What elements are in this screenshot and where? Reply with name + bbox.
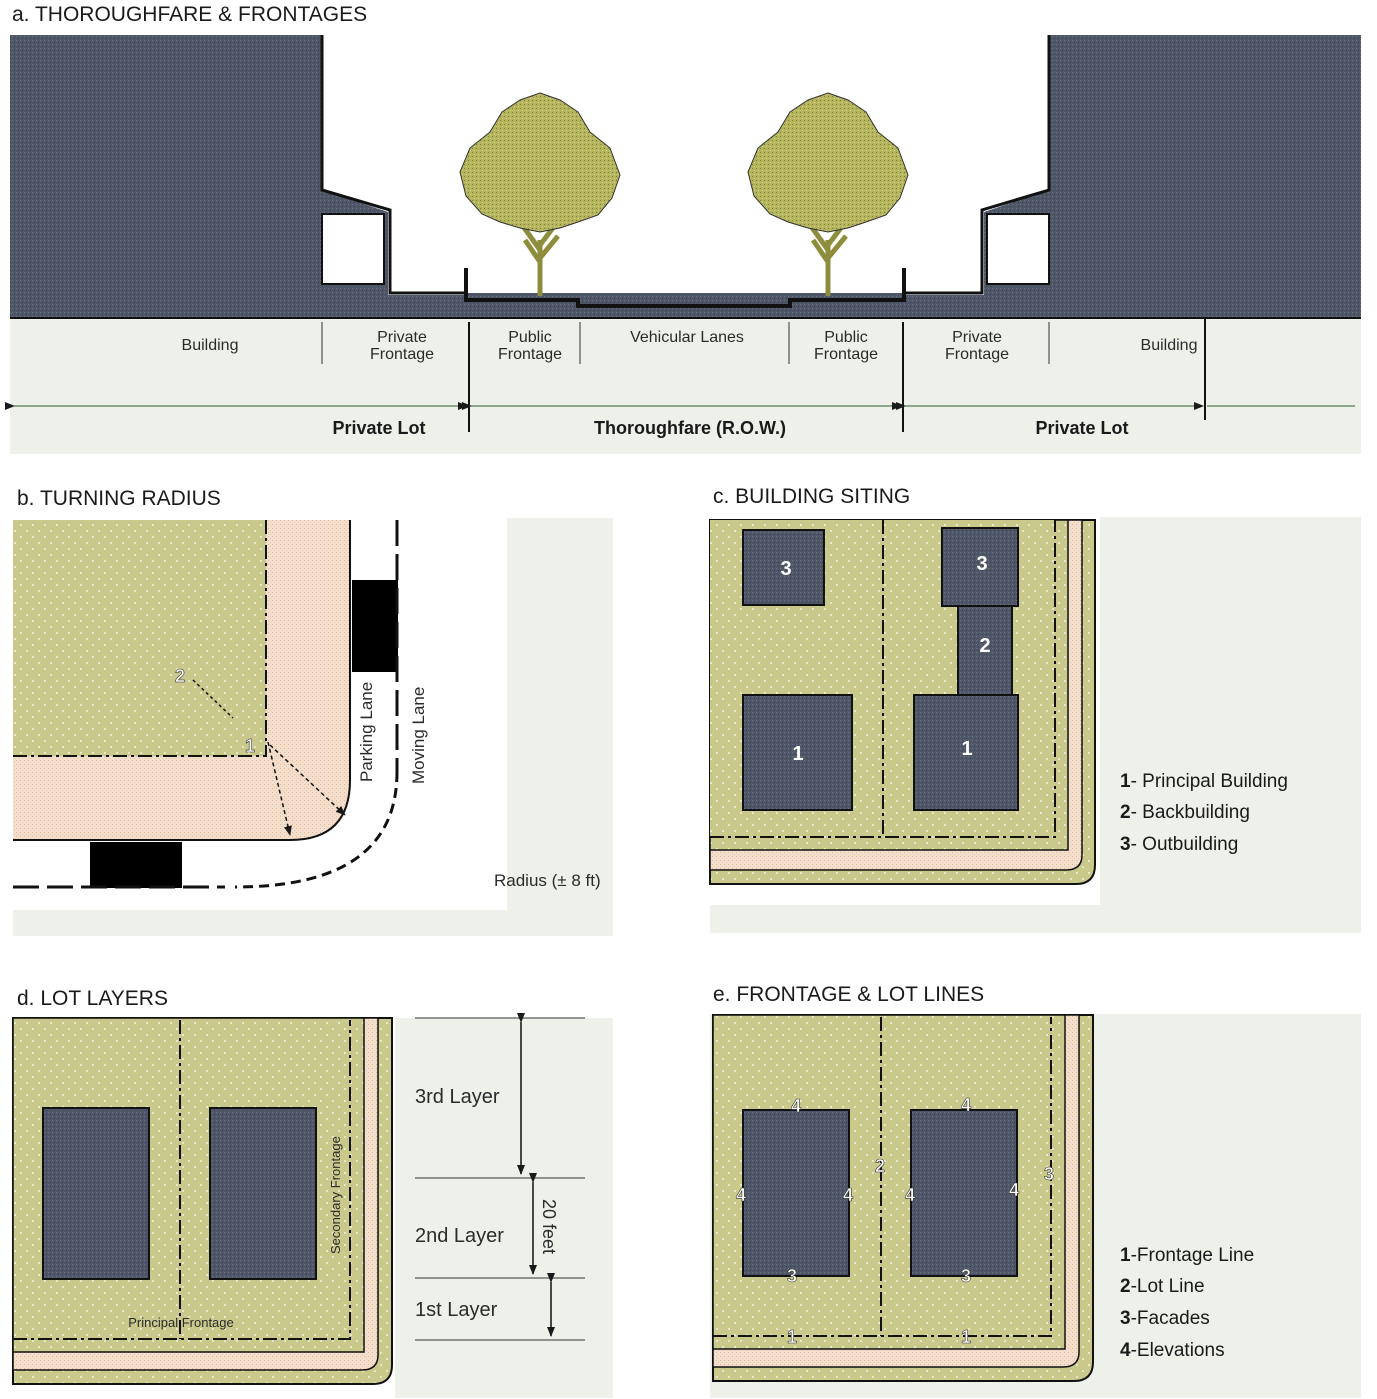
- zone-public-right-1: Public: [824, 329, 868, 346]
- corner-lot: [13, 520, 266, 756]
- principal-building-right: [913, 694, 1019, 811]
- building-right: [910, 1109, 1018, 1277]
- zone-vehicular-lanes: Vehicular Lanes: [630, 329, 744, 346]
- legend-num: 3: [1120, 1308, 1131, 1329]
- legend-num: 3: [1120, 834, 1131, 855]
- zone-private-right-2: Frontage: [945, 346, 1009, 363]
- legend-item: 3-Facades: [1120, 1308, 1210, 1329]
- building-left: [42, 1107, 150, 1280]
- line-marker: 4: [961, 1095, 971, 1115]
- panel-a: Building Private Frontage Public Frontag…: [5, 35, 1361, 454]
- parked-car-vertical: [352, 580, 398, 672]
- marker-2: 2: [175, 666, 185, 686]
- panel-c-title: c. BUILDING SITING: [713, 485, 911, 508]
- parking-lane-label: Parking Lane: [357, 682, 376, 782]
- line-marker: 2: [875, 1156, 885, 1176]
- line-marker: 4: [791, 1096, 801, 1116]
- legend-text: - Outbuilding: [1131, 834, 1239, 855]
- line-marker: 3: [787, 1266, 797, 1286]
- zone-public-left-2: Frontage: [498, 346, 562, 363]
- radius-label: Radius (± 8 ft): [494, 871, 601, 890]
- zone-public-left-1: Public: [508, 329, 552, 346]
- legend-num: 1: [1120, 771, 1131, 792]
- legend-text: -Facades: [1131, 1308, 1210, 1329]
- panel-d: Secondary Frontage Principal Frontage 3r…: [12, 1013, 613, 1398]
- moving-lane-label: Moving Lane: [409, 687, 428, 784]
- legend-num: 2: [1120, 1276, 1131, 1297]
- siting-marker: 3: [780, 558, 791, 580]
- legend-text: - Principal Building: [1131, 771, 1288, 792]
- left-building-opening: [321, 213, 385, 285]
- building-left: [742, 1109, 850, 1277]
- span-private-lot-left: Private Lot: [332, 418, 425, 438]
- twenty-feet-label: 20 feet: [539, 1199, 559, 1254]
- legend-num: 2: [1120, 802, 1131, 823]
- zone-private-left-1: Private: [377, 329, 427, 346]
- outbuilding-left: [742, 529, 825, 606]
- line-marker: 4: [736, 1185, 746, 1205]
- legend-text: -Elevations: [1131, 1340, 1225, 1361]
- line-marker: 4: [1009, 1180, 1019, 1200]
- panel-a-title: a. THOROUGHFARE & FRONTAGES: [12, 3, 368, 26]
- legend-text: -Lot Line: [1131, 1276, 1205, 1297]
- panel-e-title: e. FRONTAGE & LOT LINES: [713, 983, 985, 1006]
- turning-curve: [234, 771, 399, 889]
- outbuilding-right: [941, 527, 1019, 607]
- layer-1: 1st Layer: [415, 1299, 498, 1321]
- zone-public-right-2: Frontage: [814, 346, 878, 363]
- legend-item: 1- Principal Building: [1120, 771, 1288, 792]
- line-marker: 4: [843, 1185, 853, 1205]
- line-marker: 3: [961, 1266, 971, 1286]
- zone-building-right: Building: [1141, 337, 1198, 354]
- legend-item: 4-Elevations: [1120, 1340, 1225, 1361]
- marker-1: 1: [245, 736, 255, 756]
- legend-item: 3- Outbuilding: [1120, 834, 1238, 855]
- legend-num: 4: [1120, 1340, 1131, 1361]
- zone-building-left: Building: [182, 337, 239, 354]
- line-marker: 1: [787, 1327, 797, 1347]
- zone-private-left-2: Frontage: [370, 346, 434, 363]
- line-marker: 4: [905, 1185, 915, 1205]
- panel-e: 4 4 4 4 4 4 2 3 1 3 3 1 1-Frontage Line …: [710, 1014, 1361, 1398]
- principal-building-left: [742, 694, 853, 811]
- legend-num: 1: [1120, 1245, 1131, 1266]
- layer-2: 2nd Layer: [415, 1225, 504, 1247]
- panel-b: 2 1 Parking Lane Moving Lane Radius (± 8…: [13, 518, 613, 936]
- zone-private-right-1: Private: [952, 329, 1002, 346]
- panel-a-label-strip: [10, 318, 1361, 454]
- backbuilding: [957, 605, 1013, 696]
- right-building-opening: [986, 213, 1050, 285]
- siting-marker: 1: [792, 743, 803, 765]
- legend-text: - Backbuilding: [1131, 802, 1250, 823]
- building-right: [209, 1107, 317, 1280]
- panel-b-title: b. TURNING RADIUS: [17, 487, 221, 510]
- line-marker: 3: [1044, 1164, 1054, 1184]
- span-thoroughfare: Thoroughfare (R.O.W.): [594, 418, 786, 438]
- siting-marker: 2: [979, 635, 990, 657]
- legend-item: 1-Frontage Line: [1120, 1245, 1254, 1266]
- layer-3: 3rd Layer: [415, 1086, 500, 1108]
- panel-c: 3 3 2 1 1 1- Principal Building 2- Backb…: [709, 517, 1361, 933]
- line-marker: 1: [961, 1327, 971, 1347]
- principal-frontage-label: Principal Frontage: [128, 1315, 234, 1330]
- parked-car-horizontal: [90, 842, 182, 888]
- lot-line: [13, 520, 267, 757]
- span-private-lot-right: Private Lot: [1035, 418, 1128, 438]
- siting-marker: 1: [961, 738, 972, 760]
- legend-item: 2-Lot Line: [1120, 1276, 1205, 1297]
- secondary-frontage-label: Secondary Frontage: [328, 1136, 343, 1254]
- legend-item: 2- Backbuilding: [1120, 802, 1250, 823]
- legend-text: -Frontage Line: [1131, 1245, 1255, 1266]
- tree-right: [747, 92, 909, 296]
- tree-left: [459, 92, 621, 296]
- siting-marker: 3: [976, 553, 987, 575]
- panel-d-title: d. LOT LAYERS: [17, 987, 168, 1010]
- curb-profile: [464, 268, 906, 308]
